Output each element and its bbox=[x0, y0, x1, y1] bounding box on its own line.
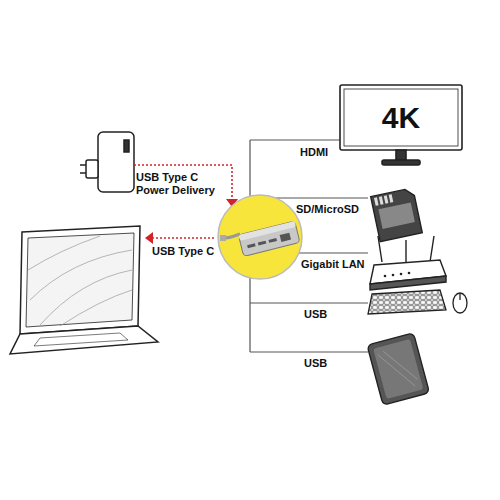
charger bbox=[80, 132, 134, 192]
port-label: USB bbox=[304, 308, 327, 321]
port-label: USB Type C Power Delivery bbox=[136, 171, 226, 197]
port-label: Gigabit LAN bbox=[301, 258, 365, 271]
node-text: 4K bbox=[382, 102, 420, 134]
port-label: HDMI bbox=[300, 146, 328, 159]
power-arrow bbox=[134, 165, 232, 238]
keyboard-mouse bbox=[368, 290, 467, 314]
port-label: USB bbox=[304, 357, 327, 370]
sd-card bbox=[371, 188, 423, 242]
port-label: SD/MicroSD bbox=[296, 203, 359, 216]
port-label: USB Type C bbox=[152, 245, 214, 258]
highlight-circle bbox=[218, 195, 302, 279]
laptop bbox=[10, 226, 158, 354]
router bbox=[370, 236, 446, 290]
monitor-screen: 4K bbox=[344, 89, 458, 146]
usb-hub bbox=[220, 221, 300, 256]
arrowhead bbox=[145, 232, 153, 244]
monitor bbox=[340, 85, 462, 165]
hard-drive bbox=[367, 333, 429, 405]
